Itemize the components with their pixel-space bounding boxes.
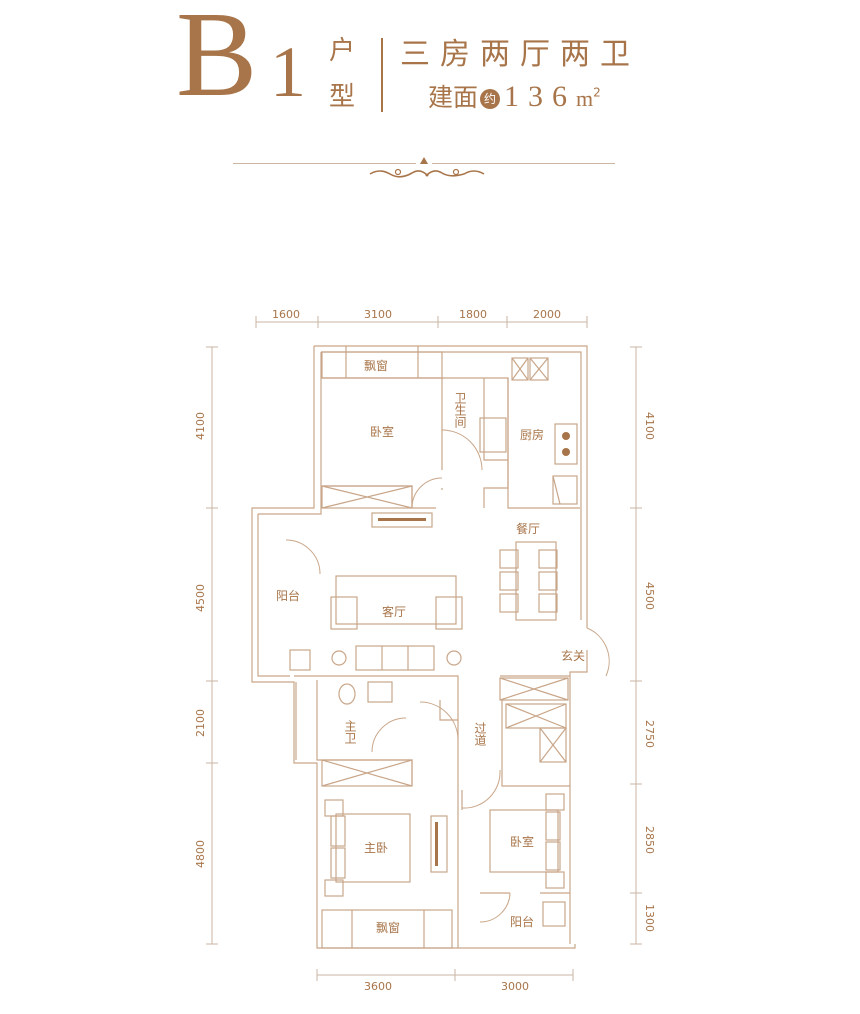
dim-bottom-2: 3000 bbox=[501, 980, 529, 993]
door-swings bbox=[285, 429, 610, 923]
room-corridor: 过道 bbox=[473, 722, 487, 746]
room-dining: 餐厅 bbox=[516, 521, 540, 536]
dim-top-2: 3100 bbox=[364, 308, 392, 321]
layout-title: 三房两厅两卫 bbox=[400, 37, 640, 72]
stove-burner-icon bbox=[562, 432, 570, 440]
xing-char: 型 bbox=[329, 82, 356, 112]
header-separator bbox=[381, 38, 383, 112]
hu-char: 户 bbox=[329, 36, 356, 66]
room-balcony-south: 阳台 bbox=[510, 914, 534, 929]
dimension-lines bbox=[206, 316, 642, 981]
room-bay-window-bottom: 飘窗 bbox=[376, 921, 400, 935]
room-bedroom-south: 卧室 bbox=[510, 834, 534, 849]
area-value: 136 bbox=[504, 80, 577, 113]
room-bedroom-top: 卧室 bbox=[370, 424, 394, 439]
room-entrance: 玄关 bbox=[561, 648, 585, 663]
dim-right-1: 4100 bbox=[643, 412, 656, 440]
room-living: 客厅 bbox=[382, 604, 406, 619]
divider-triangle-icon bbox=[420, 157, 428, 164]
unit-type-number: 1 bbox=[270, 32, 306, 112]
area-prefix: 建面 bbox=[428, 83, 479, 112]
unit-type-letter: B bbox=[176, 0, 258, 122]
dim-left-1: 4100 bbox=[194, 412, 207, 440]
tv-icon bbox=[435, 822, 438, 866]
room-bathroom-1: 卫生间 bbox=[453, 392, 467, 428]
divider-line-left bbox=[233, 163, 416, 164]
dim-top-1: 1600 bbox=[272, 308, 300, 321]
room-master-bath: 主卫 bbox=[343, 720, 357, 744]
room-master-bedroom: 主卧 bbox=[364, 841, 388, 855]
tv-icon bbox=[378, 518, 426, 521]
walls bbox=[251, 345, 588, 949]
dim-left-3: 2100 bbox=[194, 709, 207, 737]
room-bay-window-top: 飘窗 bbox=[364, 359, 388, 373]
dim-right-5: 1300 bbox=[643, 904, 656, 932]
approx-badge: 约 bbox=[480, 89, 501, 109]
dim-top-3: 1800 bbox=[459, 308, 487, 321]
area-unit-sup: 2 bbox=[593, 85, 601, 100]
dim-top-4: 2000 bbox=[533, 308, 561, 321]
area-unit: m bbox=[576, 86, 594, 111]
divider-line-right bbox=[432, 163, 615, 164]
dim-left-4: 4800 bbox=[194, 840, 207, 868]
dim-right-4: 2850 bbox=[643, 826, 656, 854]
dim-left-2: 4500 bbox=[194, 584, 207, 612]
stove-burner-icon bbox=[562, 448, 570, 456]
dim-right-3: 2750 bbox=[643, 720, 656, 748]
dim-right-2: 4500 bbox=[643, 582, 656, 610]
room-kitchen: 厨房 bbox=[520, 427, 544, 442]
room-balcony-west: 阳台 bbox=[276, 588, 300, 603]
ornament-icon bbox=[369, 168, 485, 178]
dim-bottom-1: 3600 bbox=[364, 980, 392, 993]
